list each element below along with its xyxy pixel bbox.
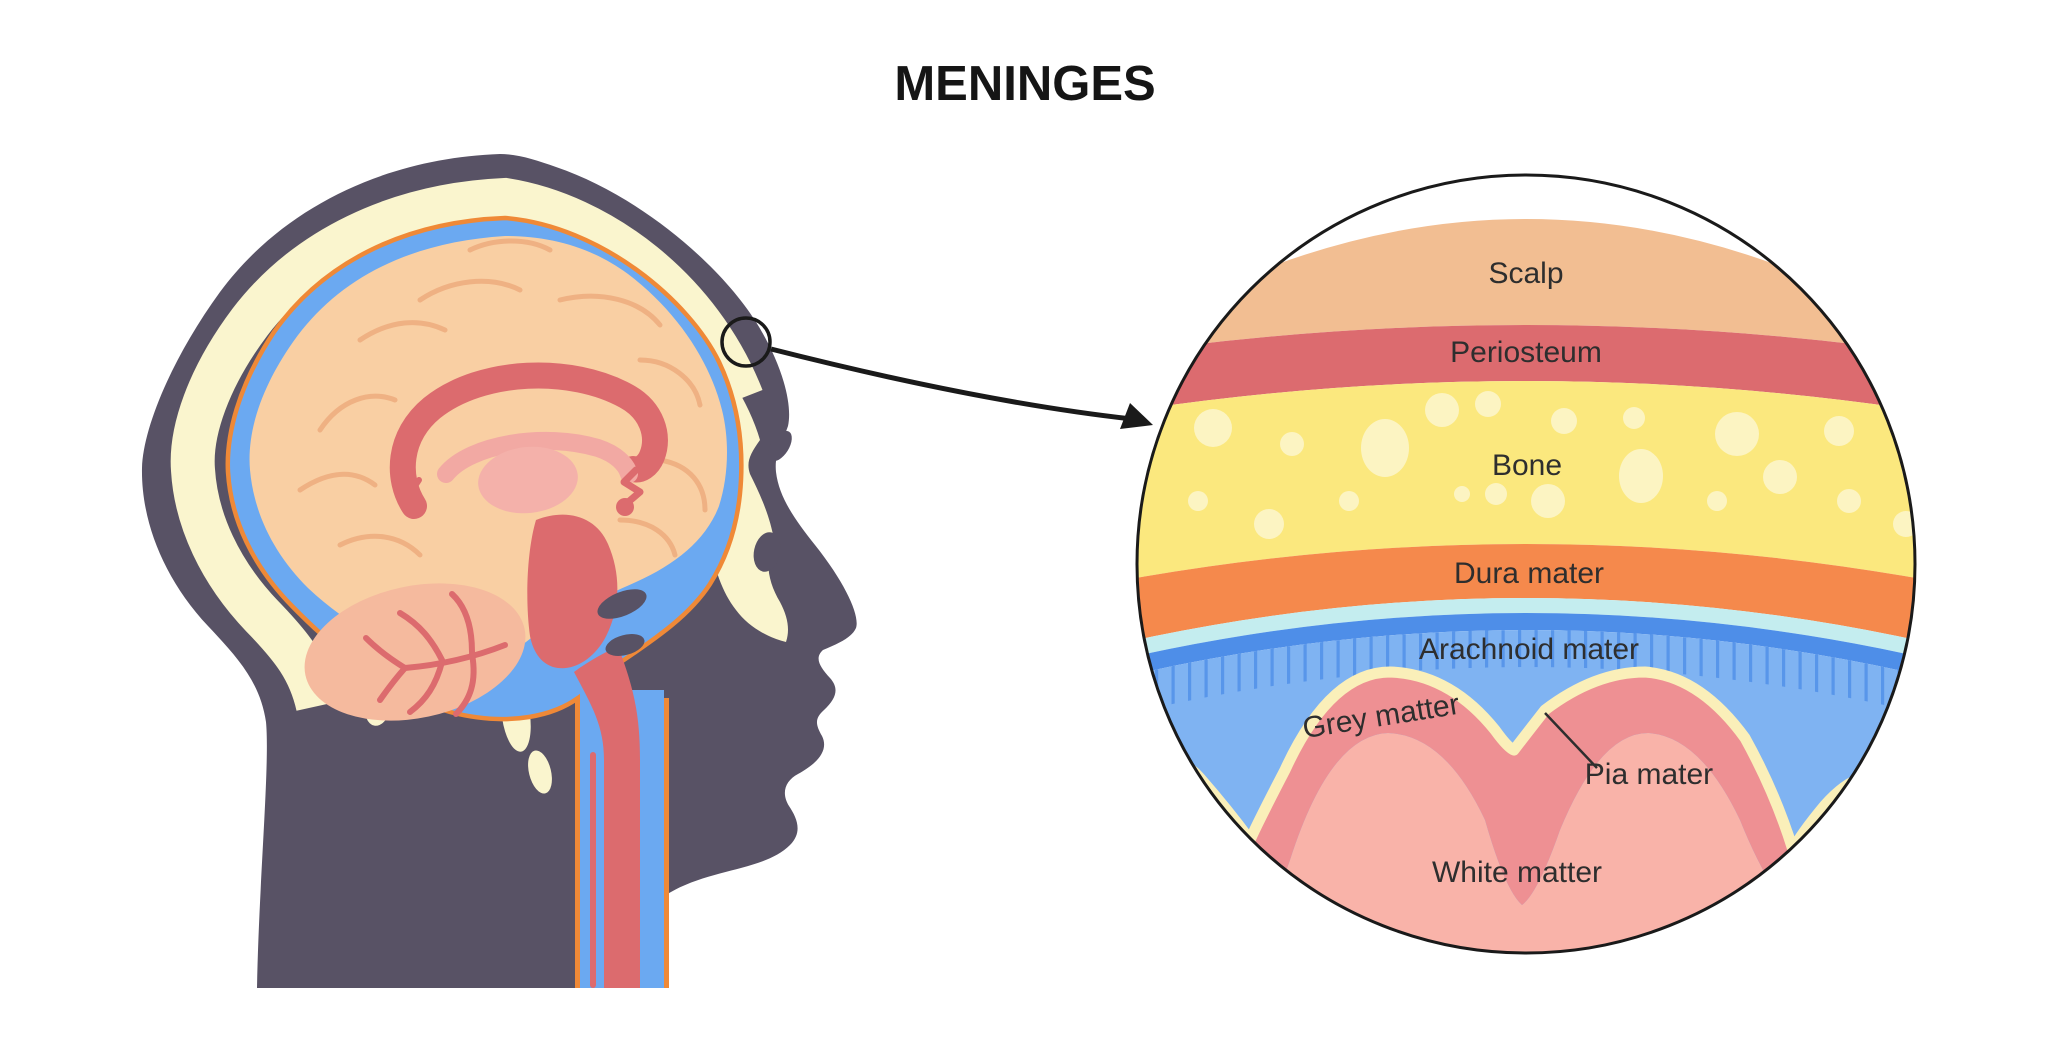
- cerebellum: [304, 583, 526, 721]
- arachnoid-label: Arachnoid mater: [1419, 633, 1639, 666]
- pituitary-stalk: [399, 477, 422, 507]
- spinal-channel: [574, 646, 669, 988]
- corpus-callosum: [389, 362, 668, 519]
- magnifier-arrow-line: [770, 346, 1133, 422]
- dura-line-right: [664, 698, 669, 988]
- arachnoid-membrane-layer: [1138, 613, 1914, 674]
- scalp-layer: [1138, 219, 1914, 352]
- dura-layer: [1138, 544, 1914, 640]
- frontal-sinus: [768, 430, 792, 462]
- thalamus: [478, 446, 578, 514]
- arbor-vitae: [363, 591, 508, 717]
- nerve-line: [590, 752, 596, 988]
- pia-mater-line: [1138, 666, 1914, 856]
- magnifier-arrowhead: [1120, 403, 1153, 429]
- page-title: MENINGES: [894, 57, 1155, 111]
- periosteum-layer: [1138, 325, 1914, 410]
- ear-cavity: [605, 634, 645, 656]
- gyri-lines: [297, 238, 708, 558]
- head-illustration: [141, 154, 857, 988]
- bone-label: Bone: [1492, 449, 1562, 482]
- optic-recess: [616, 466, 644, 516]
- white-matter-label: White matter: [1432, 856, 1602, 889]
- subdural-cyan-layer: [1138, 598, 1914, 656]
- inset-border: [1135, 173, 1917, 955]
- bone-pores: [1188, 391, 1914, 539]
- layers-inset: Scalp Periosteum Bone Dura mater Arachno…: [1135, 173, 1917, 955]
- periosteum-label: Periosteum: [1450, 336, 1602, 369]
- skull-vault: [170, 177, 763, 712]
- sinus-cavities: [597, 430, 792, 656]
- magnifier-annotation: [720, 316, 1153, 429]
- pia-mater-label: Pia mater: [1585, 758, 1713, 791]
- ear-canal: [597, 589, 647, 619]
- deep-structures: [389, 362, 668, 669]
- spinal-cord: [574, 646, 640, 988]
- scalp-label: Scalp: [1488, 257, 1563, 290]
- arachnoid-trabeculae: [1138, 630, 1914, 712]
- dura-label: Dura mater: [1454, 557, 1604, 590]
- brainstem-pons: [527, 514, 618, 669]
- sphenoid-sinus: [753, 532, 781, 572]
- dura-line-left: [575, 698, 580, 988]
- pia-pointer-line: [1544, 712, 1598, 769]
- grey-matter-region: [1138, 672, 1914, 922]
- cingulate-band: [437, 431, 638, 483]
- magnifier-circle: [720, 316, 772, 368]
